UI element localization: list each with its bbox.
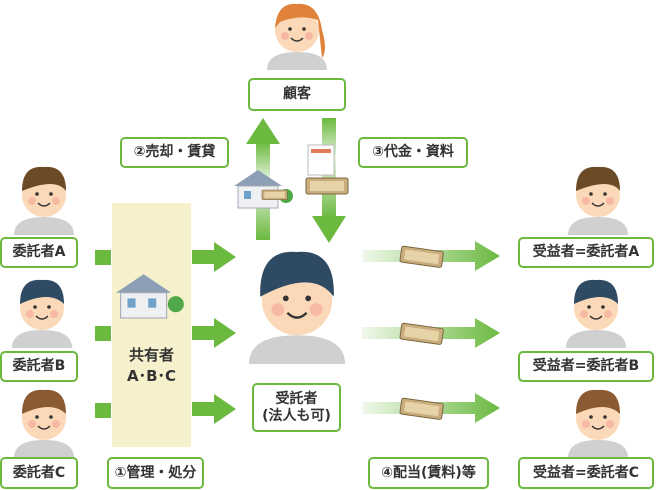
step-sell-lease: ②売却・賃貸 (120, 137, 229, 168)
co-owner-label-2: A･B･C (126, 367, 177, 385)
arrows-to-trustee (192, 242, 236, 424)
co-owner-label-1: 共有者 (128, 346, 174, 364)
co-owner-column (112, 203, 191, 447)
customer-illustration (266, 3, 328, 71)
beneficiary-b: 受益者=委託者B (518, 351, 654, 382)
dividend-arrows (362, 241, 500, 423)
beneficiary-a: 受益者=委託者A (518, 237, 654, 268)
trustee-label: 受託者 (275, 390, 318, 407)
customer-box: 顧客 (248, 78, 346, 111)
settlor-b: 委託者B (0, 351, 78, 382)
step-dividend: ④配当(賃料)等 (368, 457, 489, 489)
step-payment-docs: ③代金・資料 (358, 137, 468, 168)
trustee-box: 受託者 (法人も可) (252, 383, 341, 432)
settlor-a: 委託者A (0, 237, 78, 268)
settlor-c: 委託者C (0, 457, 78, 489)
beneficiary-c: 受益者=委託者C (518, 457, 654, 489)
house-icon (116, 273, 185, 319)
step-manage-dispose: ①管理・処分 (107, 457, 204, 489)
trustee-note: (法人も可) (262, 407, 331, 424)
